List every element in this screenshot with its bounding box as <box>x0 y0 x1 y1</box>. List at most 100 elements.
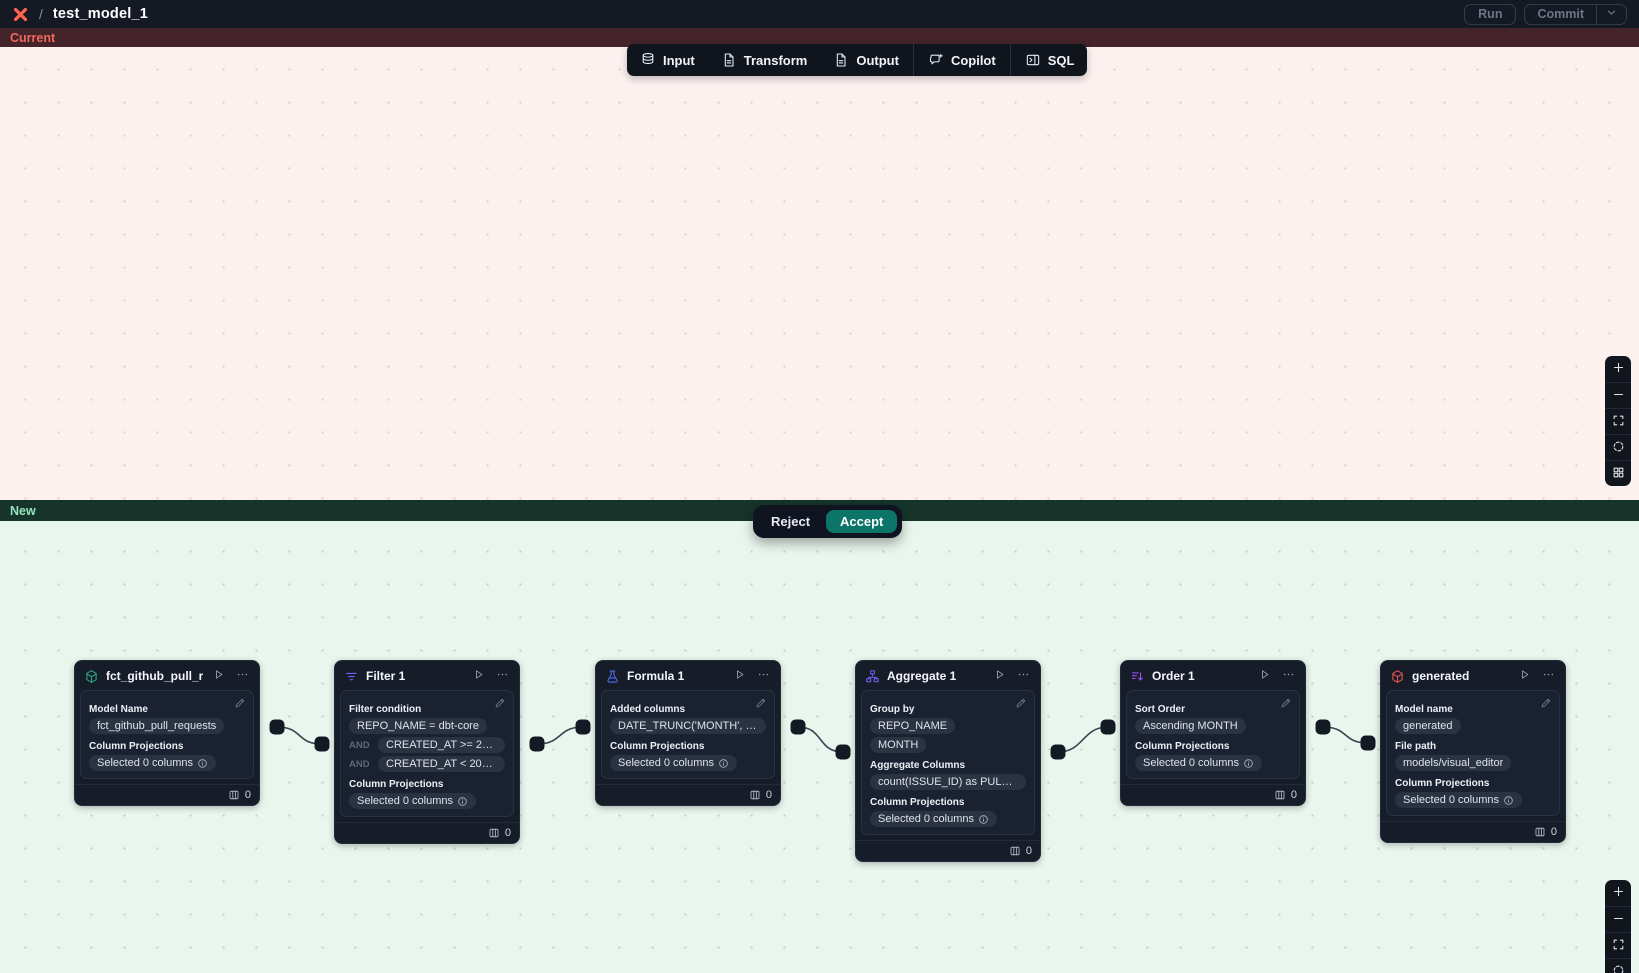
input-handle[interactable] <box>835 744 851 760</box>
sitemap-icon <box>865 669 880 684</box>
output-handle[interactable] <box>269 719 285 735</box>
edit-button[interactable] <box>1280 697 1292 712</box>
value-chip[interactable]: Selected 0 columns <box>89 755 216 771</box>
zoom-out-button[interactable] <box>1605 382 1631 408</box>
value-chip[interactable]: REPO_NAME = dbt-core <box>349 718 487 734</box>
accept-button[interactable]: Accept <box>826 510 898 533</box>
filter-icon <box>344 669 359 684</box>
node-title: Order 1 <box>1152 669 1195 683</box>
toolbar-button-transform[interactable]: Transform <box>708 44 821 76</box>
review-pill: Reject Accept <box>753 505 903 538</box>
input-handle[interactable] <box>575 719 591 735</box>
table-cols-icon <box>749 789 761 801</box>
toolbar-button-output[interactable]: Output <box>820 44 912 76</box>
input-handle[interactable] <box>314 736 330 752</box>
node-run-button[interactable] <box>470 668 487 684</box>
fit-view-button[interactable] <box>1605 932 1631 958</box>
node-menu-button[interactable] <box>1015 668 1032 684</box>
value-chip[interactable]: Selected 0 columns <box>349 793 476 809</box>
node-fct-github-pull-requests[interactable]: fct_github_pull_requestsModel Namefct_gi… <box>74 660 260 806</box>
edit-button[interactable] <box>1015 697 1027 712</box>
interactive-button[interactable] <box>1605 434 1631 460</box>
chip-row: MONTH <box>870 737 1026 753</box>
node-header: Filter 1 <box>335 661 519 689</box>
node-menu-button[interactable] <box>234 668 251 684</box>
value-chip[interactable]: Selected 0 columns <box>1395 792 1522 808</box>
value-chip[interactable]: Ascending MONTH <box>1135 718 1246 734</box>
value-chip[interactable]: MONTH <box>870 737 927 753</box>
pencil-icon <box>1280 697 1292 712</box>
zoom-in-button[interactable] <box>1605 880 1631 906</box>
toolbar-button-copilot[interactable]: Copilot <box>915 44 1009 76</box>
output-handle[interactable] <box>529 736 545 752</box>
interactive-button[interactable] <box>1605 958 1631 973</box>
row-count: 0 <box>244 789 251 801</box>
node-run-button[interactable] <box>1516 668 1533 684</box>
zoom-in-button[interactable] <box>1605 356 1631 382</box>
node-run-button[interactable] <box>731 668 748 684</box>
value-chip[interactable]: REPO_NAME <box>870 718 956 734</box>
node-menu-button[interactable] <box>755 668 772 684</box>
node-run-button[interactable] <box>1256 668 1273 684</box>
value-chip[interactable]: CREATED_AT < 2025-03-01 <box>378 756 505 772</box>
value-chip[interactable]: Selected 0 columns <box>610 755 737 771</box>
edit-button[interactable] <box>234 697 246 712</box>
commit-dropdown-button[interactable] <box>1597 5 1626 24</box>
toolbar-button-label: Input <box>663 52 695 68</box>
node-menu-button[interactable] <box>494 668 511 684</box>
tile-button[interactable] <box>1605 460 1631 486</box>
reject-button[interactable]: Reject <box>758 510 823 533</box>
node-title: Aggregate 1 <box>887 669 957 683</box>
edit-button[interactable] <box>494 697 506 712</box>
output-handle[interactable] <box>790 719 806 735</box>
toolbar-button-input[interactable]: Input <box>627 44 708 76</box>
current-canvas[interactable] <box>0 47 1639 500</box>
chip-text: REPO_NAME = dbt-core <box>357 720 479 732</box>
node-title: fct_github_pull_requests <box>106 669 203 683</box>
toolbar-button-label: Output <box>856 52 899 68</box>
value-chip[interactable]: generated <box>1395 718 1461 734</box>
value-chip[interactable]: count(ISSUE_ID) as PULL_REQUEST_… <box>870 774 1026 790</box>
chip-text: generated <box>1403 720 1453 732</box>
table-cols-icon <box>1534 826 1546 838</box>
output-handle[interactable] <box>1050 744 1066 760</box>
more-icon <box>1282 668 1295 684</box>
info-icon <box>978 814 989 825</box>
value-chip[interactable]: DATE_TRUNC('MONTH', CREATED_AT… <box>610 718 766 734</box>
edit-button[interactable] <box>1540 697 1552 712</box>
tile-icon <box>1612 466 1625 482</box>
value-chip[interactable]: fct_github_pull_requests <box>89 718 225 734</box>
output-handle[interactable] <box>1315 719 1331 735</box>
value-chip[interactable]: CREATED_AT >= 2024-12-01 <box>378 737 505 753</box>
more-icon <box>1542 668 1555 684</box>
input-handle[interactable] <box>1100 719 1116 735</box>
value-chip[interactable]: Selected 0 columns <box>1135 755 1262 771</box>
input-handle[interactable] <box>1360 735 1376 751</box>
node-menu-button[interactable] <box>1280 668 1297 684</box>
node-header: fct_github_pull_requests <box>75 661 259 689</box>
value-chip[interactable]: models/visual_editor <box>1395 755 1512 771</box>
pencil-icon <box>494 697 506 712</box>
value-chip[interactable]: Selected 0 columns <box>870 811 997 827</box>
chip-prefix: AND <box>349 758 370 770</box>
node-run-button[interactable] <box>210 668 227 684</box>
chip-row: Ascending MONTH <box>1135 718 1291 734</box>
node-menu-button[interactable] <box>1540 668 1557 684</box>
interactive-icon <box>1612 964 1625 973</box>
toolbar-button-sql[interactable]: SQL <box>1012 44 1088 76</box>
node-run-button[interactable] <box>991 668 1008 684</box>
zoom-out-button[interactable] <box>1605 906 1631 932</box>
commit-button[interactable]: Commit <box>1525 5 1596 24</box>
run-button[interactable]: Run <box>1464 3 1517 25</box>
fit-view-button[interactable] <box>1605 408 1631 434</box>
edit-button[interactable] <box>755 697 767 712</box>
